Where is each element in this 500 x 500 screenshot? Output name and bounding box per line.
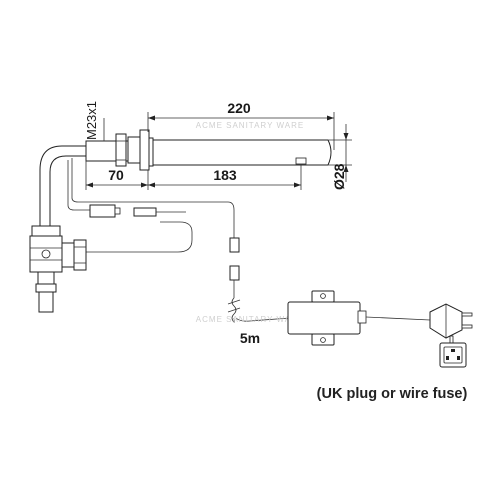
mains-cable [365, 316, 431, 321]
plug-caption: (UK plug or wire fuse) [317, 386, 468, 402]
supply-hose [39, 145, 86, 226]
uk-socket [439, 342, 467, 368]
transformer-input-cable [235, 317, 291, 322]
diameter-label: Ø28 [331, 163, 347, 190]
mounting-nut [85, 129, 154, 171]
cable-break [231, 297, 237, 323]
base-length-label: 70 [108, 167, 124, 183]
dimension-220 [147, 112, 335, 150]
solenoid-valve [29, 225, 87, 313]
cable-length-label: 5m [240, 330, 260, 346]
break-mark-1 [227, 299, 241, 305]
watermark-top: ACME SANITARY WARE [196, 121, 304, 130]
spout-tube [152, 139, 332, 166]
break-mark-2 [227, 307, 241, 313]
uk-plug [429, 303, 473, 345]
thread-spec-label: M23x1 [84, 101, 99, 140]
dimension-70-183 [85, 160, 302, 190]
sensor-cable [67, 158, 240, 298]
spout-length-label: 183 [213, 167, 237, 183]
transformer-box [287, 290, 367, 346]
dimension-diameter [328, 124, 352, 182]
valve-cable [86, 221, 193, 253]
watermark-bottom: ACME SANITARY WARE [196, 315, 304, 324]
total-length-label: 220 [227, 100, 251, 116]
